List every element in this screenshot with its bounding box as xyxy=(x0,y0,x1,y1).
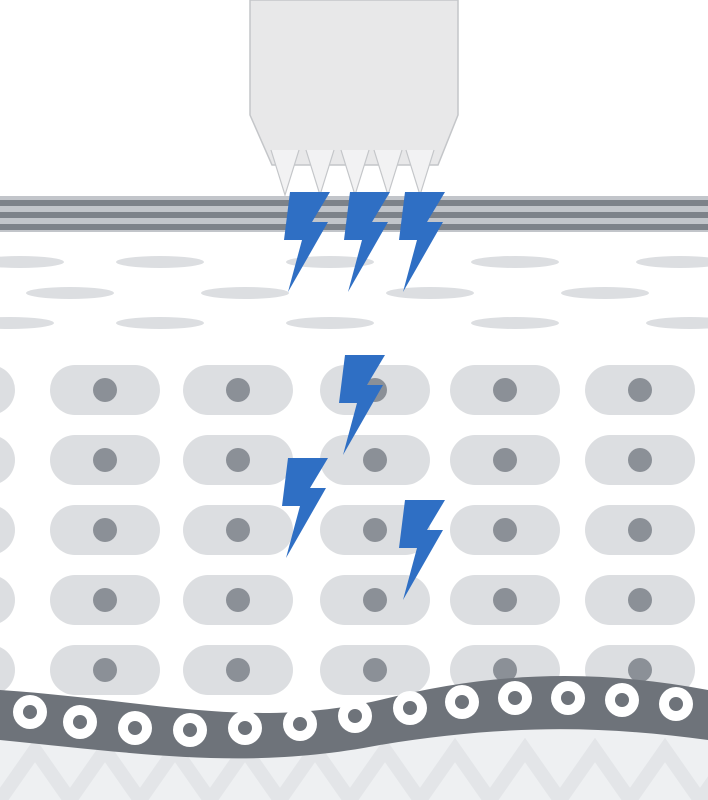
cell-nucleus xyxy=(93,658,117,682)
flat-cell xyxy=(471,256,559,268)
cell-nucleus xyxy=(628,658,652,682)
skin-cell xyxy=(0,647,15,693)
lightning-bolts xyxy=(282,192,445,600)
cell-nucleus xyxy=(226,378,250,402)
skin-cell xyxy=(0,507,15,553)
blood-vessel-icon xyxy=(0,676,708,759)
cell-nucleus xyxy=(628,378,652,402)
cell-nucleus xyxy=(493,518,517,542)
cell-nucleus xyxy=(363,518,387,542)
skin-cell xyxy=(0,367,15,413)
needle xyxy=(373,149,403,198)
flat-cell xyxy=(0,317,54,329)
skin-cell xyxy=(0,577,15,623)
blood-cell-center xyxy=(455,695,469,709)
blood-cell-center xyxy=(615,693,629,707)
flat-cell xyxy=(561,287,649,299)
flat-cell xyxy=(646,317,708,329)
cell-nucleus xyxy=(226,658,250,682)
blood-cell-center xyxy=(669,697,683,711)
cell-nucleus xyxy=(226,448,250,472)
lightning-bolt-icon xyxy=(399,500,445,600)
blood-cell-center xyxy=(183,723,197,737)
dermis-zigzag xyxy=(0,737,708,800)
cell-nucleus xyxy=(363,448,387,472)
blood-cell-center xyxy=(561,691,575,705)
needle xyxy=(270,149,300,198)
flat-cell xyxy=(636,256,708,268)
flat-cell xyxy=(286,317,374,329)
lightning-bolt-icon xyxy=(282,458,328,558)
blood-cell-center xyxy=(128,721,142,735)
lightning-bolt-icon xyxy=(339,355,385,455)
flat-cell xyxy=(386,287,474,299)
flat-cell xyxy=(116,317,204,329)
blood-cell-center xyxy=(238,721,252,735)
microneedle-device-icon xyxy=(249,0,459,198)
cell-nucleus xyxy=(493,378,517,402)
blood-cell-center xyxy=(508,691,522,705)
cell-nucleus xyxy=(93,588,117,612)
cell-nucleus xyxy=(93,448,117,472)
blood-cell-center xyxy=(348,709,362,723)
needle xyxy=(405,149,435,198)
flat-cell xyxy=(116,256,204,268)
device-body xyxy=(249,0,459,166)
lightning-bolt-icon xyxy=(284,192,330,292)
cell-nucleus xyxy=(493,588,517,612)
needle xyxy=(305,149,335,198)
blood-cell-center xyxy=(73,715,87,729)
cell-nucleus xyxy=(493,658,517,682)
epidermis-flat-cells xyxy=(0,256,708,329)
lightning-bolt-icon xyxy=(399,192,445,292)
cell-nucleus xyxy=(363,658,387,682)
cell-nucleus xyxy=(93,518,117,542)
blood-cell-center xyxy=(23,705,37,719)
blood-cell-center xyxy=(293,717,307,731)
cell-nucleus xyxy=(226,588,250,612)
flat-cell xyxy=(286,256,374,268)
cell-nucleus xyxy=(628,448,652,472)
cell-nucleus xyxy=(363,588,387,612)
skin-cell xyxy=(0,437,15,483)
flat-cell xyxy=(201,287,289,299)
flat-cell xyxy=(0,256,64,268)
cell-nucleus xyxy=(628,588,652,612)
lightning-bolt-icon xyxy=(344,192,390,292)
skin-cell-grid xyxy=(0,365,695,695)
flat-cell xyxy=(26,287,114,299)
cell-nucleus xyxy=(628,518,652,542)
cell-nucleus xyxy=(493,448,517,472)
blood-cell-center xyxy=(403,701,417,715)
needle xyxy=(340,149,370,198)
cell-nucleus xyxy=(226,518,250,542)
flat-cell xyxy=(471,317,559,329)
cell-nucleus xyxy=(93,378,117,402)
